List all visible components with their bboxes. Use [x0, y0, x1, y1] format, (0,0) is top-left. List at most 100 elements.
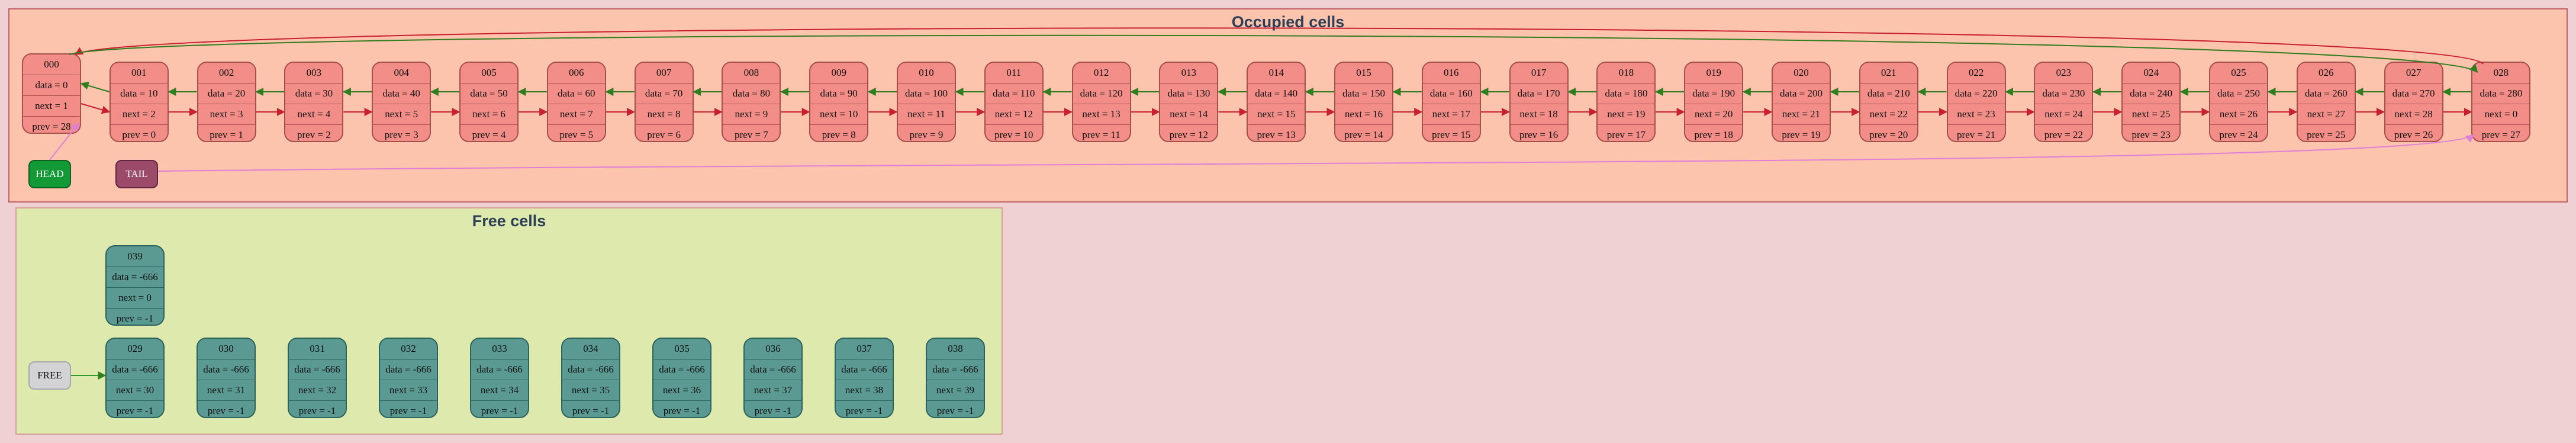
- cell-id: 021: [1881, 67, 1896, 78]
- cell-prev: prev = 5: [548, 124, 605, 141]
- cell-next: next = 27: [2297, 104, 2355, 124]
- cell-id: 037: [856, 343, 872, 354]
- cell-next: next = 33: [380, 380, 437, 400]
- cell-next: next = 26: [2210, 104, 2267, 124]
- cell-id: 030: [218, 343, 234, 354]
- cell-data: data = 150: [1335, 83, 1392, 104]
- cell-prev: prev = 28: [23, 116, 80, 133]
- cell-prev: prev = 14: [1335, 124, 1392, 141]
- cell-id: 012: [1093, 67, 1109, 78]
- cell-data: data = 60: [548, 83, 605, 104]
- free-cells-title: Free cells: [472, 212, 546, 230]
- cell-next: next = 6: [461, 104, 517, 124]
- cell-next: next = 3: [198, 104, 255, 124]
- cell-next: next = 22: [1860, 104, 1917, 124]
- cell-data: data = -666: [380, 359, 437, 380]
- cell-prev: prev = -1: [927, 400, 984, 417]
- cell-id: 001: [131, 67, 147, 78]
- cell-data: data = 20: [198, 83, 255, 104]
- cell-data: data = 130: [1160, 83, 1218, 104]
- cell-prev: prev = 27: [2472, 124, 2530, 141]
- cell-prev: prev = 20: [1860, 124, 1917, 141]
- cell-prev: prev = -1: [289, 400, 346, 417]
- cell-data: data = 230: [2035, 83, 2092, 104]
- occupied-cells-title: Occupied cells: [1231, 13, 1345, 31]
- cell-id: 033: [492, 343, 507, 354]
- cell-next: next = 13: [1073, 104, 1130, 124]
- cell-data: data = 190: [1685, 83, 1743, 104]
- cell-id: 025: [2231, 67, 2246, 78]
- cell-id: 031: [310, 343, 325, 354]
- cell-next: next = 39: [927, 380, 984, 400]
- cell-next: next = 31: [198, 380, 255, 400]
- cell-id: 024: [2143, 67, 2159, 78]
- head-pointer[interactable]: HEAD: [28, 160, 71, 188]
- cell-prev: prev = 3: [373, 124, 430, 141]
- cell-next: next = 28: [2385, 104, 2442, 124]
- cell-prev: prev = 2: [285, 124, 343, 141]
- cell-id: 032: [401, 343, 416, 354]
- cell-data: data = -666: [927, 359, 984, 380]
- cell-data: data = -666: [107, 267, 163, 287]
- cell-prev: prev = 8: [810, 124, 868, 141]
- cell-prev: prev = -1: [198, 400, 255, 417]
- cell-data: data = 40: [373, 83, 430, 104]
- cell-data: data = 270: [2385, 83, 2442, 104]
- cell-id: 010: [919, 67, 934, 78]
- cell-id: 022: [1968, 67, 1984, 78]
- tail-pointer[interactable]: TAIL: [115, 160, 158, 188]
- cell-next: next = 1: [23, 95, 80, 116]
- cell-next: next = 9: [723, 104, 780, 124]
- cell-next: next = 0: [2472, 104, 2530, 124]
- cell-id: 009: [831, 67, 846, 78]
- cell-id: 027: [2406, 67, 2422, 78]
- free-pointer[interactable]: FREE: [28, 361, 71, 390]
- cell-prev: prev = 4: [461, 124, 517, 141]
- cell-prev: prev = 19: [1773, 124, 1830, 141]
- cell-next: next = 18: [1510, 104, 1567, 124]
- cell-id: 004: [394, 67, 409, 78]
- cell-prev: prev = -1: [107, 400, 163, 417]
- cell-id: 003: [306, 67, 322, 78]
